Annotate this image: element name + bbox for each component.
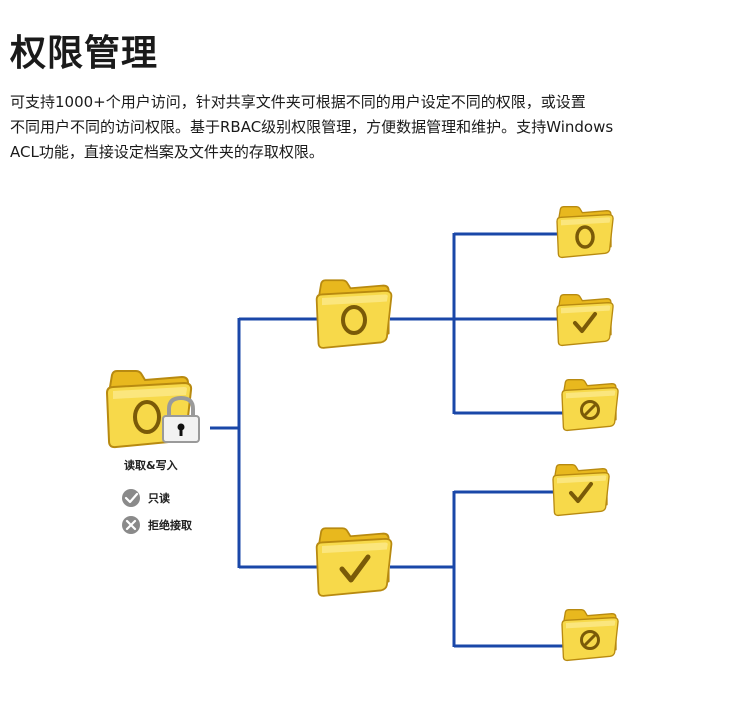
leaf-5-folder-deny-icon (561, 608, 619, 662)
description: 可支持1000+个用户访问，针对共享文件夹可根据不同的用户设定不同的权限，或设置… (10, 90, 700, 165)
legend-read-only-label: 只读 (148, 491, 170, 505)
legend-read-write-label: 读取&写入 (124, 458, 178, 472)
description-line-2: 不同用户不同的访问权限。基于RBAC级别权限管理，方便数据管理和维护。支持Win… (10, 118, 614, 136)
permission-tree-diagram: 读取&写入 只读 拒绝接取 (105, 205, 619, 662)
folder-read-only-icon (315, 527, 393, 597)
legend-deny-label: 拒绝接取 (148, 518, 192, 532)
legend: 读取&写入 只读 拒绝接取 (122, 458, 192, 534)
leaf-3-folder-deny-icon (561, 378, 619, 432)
cross-circle-icon (122, 516, 140, 534)
description-line-1: 可支持1000+个用户访问，针对共享文件夹可根据不同的用户设定不同的权限，或设置 (10, 93, 586, 111)
check-circle-icon (122, 489, 140, 507)
folder-read-write-locked-icon (105, 369, 200, 449)
connector-lines (210, 232, 563, 648)
folder-read-write-icon (315, 279, 393, 349)
leaf-4-folder-read-only-icon (552, 463, 610, 517)
padlock-icon (162, 395, 200, 443)
description-line-3: ACL功能，直接设定档案及文件夹的存取权限。 (10, 143, 324, 161)
page-title: 权限管理 (10, 33, 159, 74)
leaf-1-folder-read-write-icon (556, 205, 614, 259)
leaf-2-folder-read-only-icon (556, 293, 614, 347)
